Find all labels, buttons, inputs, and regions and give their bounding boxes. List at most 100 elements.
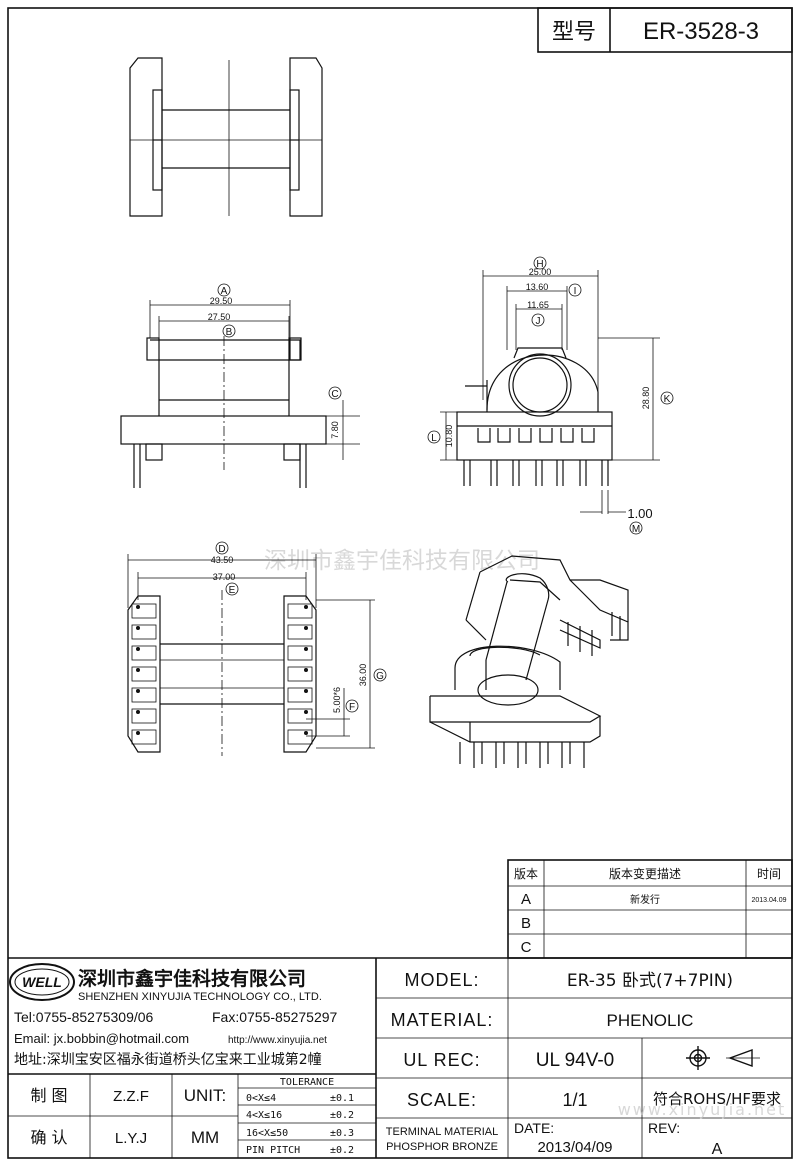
dim-value-B: 27.50 [208,312,231,322]
pin-pad [287,729,313,745]
pin-pad [287,624,313,640]
side-view-dimensions: H 25.00 13.60 I 11.65 J 28.80 K 10.80 L … [427,256,674,535]
front-view-dimensions: A 29.50 27.50 B C 7.80 [149,283,360,460]
dim-letter-L: L [431,433,437,444]
revision-table: 版本 版本变更描述 时间 A 新发行 2013.04.09 B C [507,859,793,959]
scale-value: 1/1 [562,1090,587,1110]
dim-value-F: 5.00*6 [332,687,342,713]
company-web: http://www.xinyujia.net [228,1035,327,1046]
rev-header-desc: 版本变更描述 [609,866,681,881]
dim-letter-E: E [229,585,236,596]
pin-hole [136,668,140,672]
pin-hole [304,605,308,609]
dim-letter-G: G [376,671,384,682]
pin-pad [131,687,157,703]
dim-letter-F: F [349,702,355,713]
rohs-note: 符合ROHS/HF要求 [653,1090,781,1108]
dim-letter-H: H [536,259,543,270]
sheet-border [7,7,793,1159]
pin-pad [131,708,157,724]
dim-value-I: 13.60 [526,282,549,292]
front-view [120,336,327,488]
dim-letter-I: I [574,286,577,297]
pin-hole [304,710,308,714]
dim-value-A: 29.50 [210,296,233,306]
dim-value-D: 43.50 [211,555,234,565]
pin-hole [136,710,140,714]
dim-value-H: 25.00 [529,267,552,277]
pin-hole [136,689,140,693]
ulrec-label: UL REC: [403,1050,480,1070]
dim-letter-D: D [218,544,225,555]
tolerance-value-1: ±0.1 [330,1093,354,1104]
part-number: ER-3528-3 [643,18,759,45]
watermark-web: www.xinyujia.net [618,1100,787,1119]
ulrec-value: UL 94V-0 [536,1050,615,1071]
company-fax: Fax:0755-85275297 [212,1009,338,1025]
side-view [456,347,613,486]
rev-row-a-rev: A [521,891,531,908]
company-tel: Tel:0755-85275309/06 [14,1009,154,1025]
dim-value-L: 10.80 [444,425,454,448]
pin-pad [287,687,313,703]
company-logo: WELL [9,963,75,1001]
pin-pad [287,645,313,661]
tolerance-value-4: ±0.2 [330,1145,354,1156]
pin-hole [136,647,140,651]
watermark-company: 深圳市鑫宇佳科技有限公司 [264,548,540,574]
rev-label: REV: [648,1120,680,1136]
tolerance-range-1: 0<X≤4 [246,1093,276,1104]
unit-label: UNIT: [184,1086,227,1105]
rev-row-a-desc: 新发行 [630,893,660,906]
isometric-view [429,555,629,768]
pin-hole [304,731,308,735]
bottom-view-pins [131,603,313,745]
drawn-value: Z.Z.F [113,1088,149,1105]
dim-value-M: 1.00 [627,506,652,521]
part-number-box: 型号 ER-3528-3 [537,7,793,53]
model-value: ER-35 卧式(7+7PIN) [567,971,733,991]
bottom-view-dimensions: D 43.50 37.00 E 36.00 G 5.00*6 F [127,541,387,749]
pin-pad [287,603,313,619]
pin-pad [287,666,313,682]
pin-pad [287,708,313,724]
tolerance-title: TOLERANCE [280,1077,334,1088]
top-view [129,57,323,217]
pin-pad [131,603,157,619]
dim-letter-K: K [664,394,671,405]
terminal-material-line2: PHOSPHOR BRONZE [386,1141,498,1153]
pin-hole [136,731,140,735]
pin-hole [136,605,140,609]
company-name-cn: 深圳市鑫宇佳科技有限公司 [78,967,306,990]
material-label: MATERIAL: [391,1010,494,1030]
checked-label: 确 认 [30,1128,67,1147]
dim-value-J: 11.65 [527,300,549,310]
projection-symbol-icon [686,1046,760,1070]
company-address: 地址:深圳宝安区福永街道桥头亿宝来工业城第2幢 [14,1051,322,1068]
material-value: PHENOLIC [607,1011,694,1030]
scale-label: SCALE: [407,1090,477,1110]
pin-hole [304,668,308,672]
model-label: MODEL: [404,970,479,990]
company-name-en: SHENZHEN XINYUJIA TECHNOLOGY CO., LTD. [78,991,322,1003]
unit-value: MM [191,1128,219,1147]
pin-pad [131,645,157,661]
pin-pad [131,624,157,640]
tolerance-range-2: 4<X≤16 [246,1110,282,1121]
rev-row-c-rev: C [521,939,532,956]
rev-value: A [712,1141,723,1158]
company-email: Email: jx.bobbin@hotmail.com [14,1031,189,1046]
dim-letter-C: C [331,389,338,400]
pin-hole [304,647,308,651]
dim-value-E: 37.00 [213,572,236,582]
pin-hole [304,626,308,630]
date-label: DATE: [514,1120,554,1136]
dim-letter-J: J [536,316,541,327]
pin-pad [131,666,157,682]
tolerance-range-3: 16<X≤50 [246,1128,288,1139]
dim-letter-B: B [226,327,233,338]
tolerance-value-2: ±0.2 [330,1110,354,1121]
dim-value-G: 36.00 [358,664,368,687]
pin-pad [131,729,157,745]
